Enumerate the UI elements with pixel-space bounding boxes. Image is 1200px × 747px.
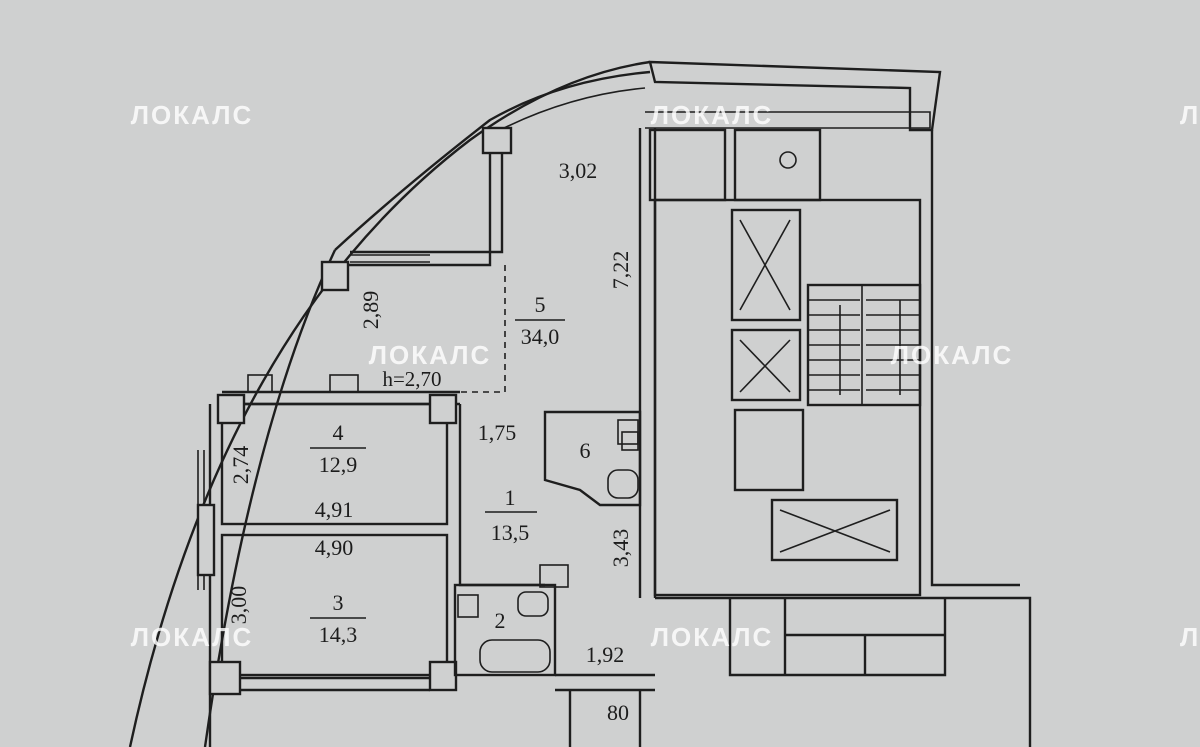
room1-area: 13,5 — [491, 520, 530, 545]
watermark-2: ЛОКАЛС — [651, 100, 773, 130]
elevator-1-cross — [739, 219, 791, 311]
shaft-room-top-left — [648, 128, 727, 202]
watermark-4: ЛОКАЛС — [369, 340, 491, 370]
room4-outline — [220, 402, 449, 526]
elevator-shaft-2 — [730, 328, 802, 402]
column-top — [481, 126, 513, 155]
vent-cross — [779, 509, 891, 553]
watermark-6: ЛОКАЛС — [131, 622, 253, 652]
room4-number: 4 — [333, 420, 344, 445]
dim-1-92: 1,92 — [586, 642, 625, 667]
room5-number: 5 — [535, 292, 546, 317]
shaft-room-top-mid — [733, 128, 822, 202]
elevator-shaft-1 — [730, 208, 802, 322]
dim-4-90: 4,90 — [315, 535, 354, 560]
dim-2-74: 2,74 — [228, 446, 253, 485]
room4-radiator-left — [247, 374, 273, 393]
dim-7-22: 7,22 — [608, 251, 633, 290]
dim-3-00: 3,00 — [226, 586, 251, 625]
stair-arrow — [839, 300, 901, 395]
stair-steps — [808, 285, 920, 405]
room3-number: 3 — [333, 590, 344, 615]
column-low-right — [428, 660, 458, 692]
column-mid-right — [428, 393, 458, 425]
column-low-left — [208, 660, 242, 696]
dim-3-43: 3,43 — [608, 529, 633, 568]
room2-number: 2 — [495, 608, 506, 633]
curved-wall-upper — [334, 70, 651, 251]
room2-sink — [457, 594, 479, 618]
column-left — [320, 260, 350, 292]
room2-toilet — [517, 591, 549, 617]
hall-bottom-wall — [555, 673, 655, 692]
balcony-wall — [648, 60, 942, 132]
dim-80: 80 — [607, 700, 629, 725]
watermark-8: ЛОКАЛС — [1180, 622, 1200, 652]
utility-room — [733, 408, 805, 492]
room5-wall-left — [340, 135, 492, 267]
entrance-wall — [568, 690, 642, 747]
watermark-5: ЛОКАЛС — [891, 340, 1013, 370]
watermark-3: ЛОКАЛС — [1180, 100, 1200, 130]
dim-1-75: 1,75 — [478, 420, 517, 445]
lower-rooms — [655, 596, 1032, 747]
floor-drain — [779, 151, 797, 169]
curved-facade-outer — [128, 60, 651, 747]
right-facade — [930, 130, 1020, 587]
room5-wall-inner — [350, 150, 504, 254]
room4-area: 12,9 — [319, 452, 358, 477]
room2-washer — [539, 564, 569, 588]
room6-toilet — [607, 469, 639, 499]
room3-bottom-wall — [240, 676, 430, 692]
room3-outline — [220, 533, 449, 677]
room1-number: 1 — [505, 485, 516, 510]
room6-number: 6 — [580, 438, 591, 463]
room6-outline — [543, 410, 642, 507]
room5-window — [350, 254, 430, 263]
dim-3-02: 3,02 — [559, 158, 598, 183]
facade-window-1 — [196, 503, 216, 577]
elevator-2-cross — [739, 339, 791, 393]
room2-outline — [453, 583, 557, 677]
curved-wall-upper-inner — [499, 87, 646, 131]
room5-area: 34,0 — [521, 324, 560, 349]
column-mid-left — [216, 393, 246, 425]
dim-4-91: 4,91 — [315, 497, 354, 522]
balcony-rail — [645, 111, 931, 129]
stair-block — [653, 198, 922, 597]
room2-bathtub — [479, 639, 551, 673]
dim-ceiling-height: h=2,70 — [382, 367, 441, 391]
room6-basin — [621, 431, 639, 451]
dim-2-89: 2,89 — [358, 291, 383, 330]
watermark-7: ЛОКАЛС — [651, 622, 773, 652]
watermark-1: ЛОКАЛС — [131, 100, 253, 130]
room3-area: 14,3 — [319, 622, 358, 647]
vent-shaft — [770, 498, 899, 562]
room4-radiator-right — [329, 374, 359, 393]
